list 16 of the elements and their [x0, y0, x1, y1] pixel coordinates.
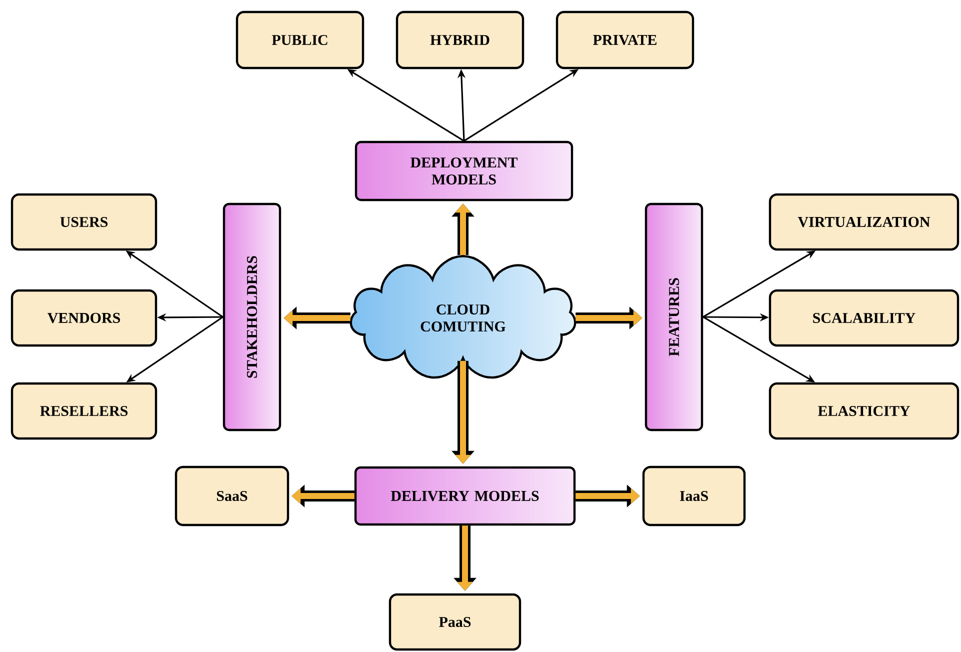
item-box: RESELLERS	[10, 382, 158, 440]
item-box: USERS	[10, 193, 158, 251]
category-box: DELIVERY MODELS	[354, 466, 576, 526]
item-box: PaaS	[388, 593, 522, 651]
item-box: IaaS	[642, 466, 746, 526]
item-box: HYBRID	[396, 10, 524, 70]
category-box: FEATURES	[644, 202, 704, 432]
item-box: SaaS	[174, 466, 290, 526]
item-box: VENDORS	[10, 289, 158, 347]
item-box: ELASTICITY	[768, 382, 960, 440]
item-box: PRIVATE	[556, 10, 694, 70]
item-box: PUBLIC	[236, 10, 364, 70]
category-box: DEPLOYMENT MODELS	[354, 140, 574, 202]
category-box: STAKEHOLDERS	[222, 202, 282, 432]
item-box: VIRTUALIZATION	[768, 193, 960, 251]
item-box: SCALABILITY	[768, 289, 960, 347]
